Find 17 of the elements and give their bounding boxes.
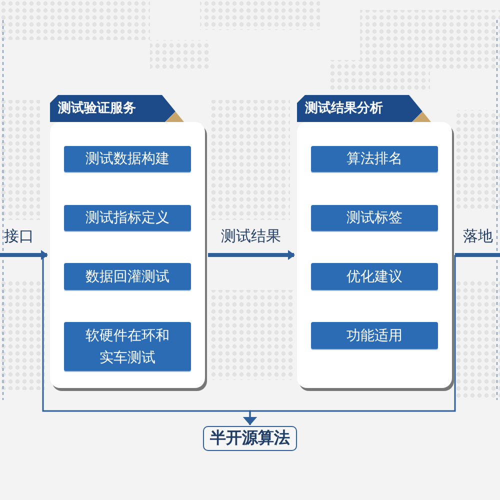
arrow	[208, 250, 295, 260]
heading-tab: 测试结果分析	[297, 95, 431, 122]
label-box: 半开源算法	[203, 426, 297, 451]
item-button: 功能适用	[311, 322, 438, 349]
item-button: 算法排名	[311, 146, 438, 172]
heading-tab: 测试验证服务	[50, 95, 184, 122]
item-button: 测试指标定义	[64, 205, 191, 231]
item-button: 测试数据构建	[64, 146, 191, 172]
connector-line	[243, 255, 456, 425]
edge-label: 接口	[4, 227, 34, 246]
edge-label: 落地	[463, 227, 493, 246]
item-button: 测试标签	[311, 205, 438, 231]
item-button: 软硬件在环和实车测试	[64, 322, 191, 371]
arrow	[0, 250, 48, 260]
item-button: 优化建议	[311, 263, 438, 290]
item-button: 数据回灌测试	[64, 263, 191, 290]
edge-label: 测试结果	[221, 227, 281, 246]
